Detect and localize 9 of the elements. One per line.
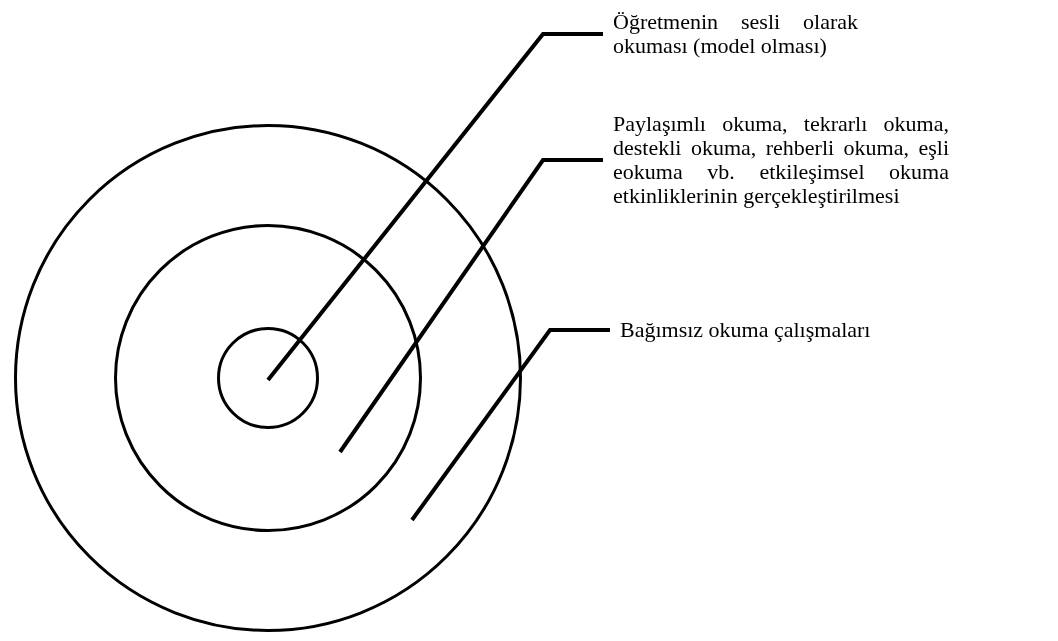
leader-line [338,158,603,454]
callout-text: Bağımsız okuma çalışmaları [620,318,920,342]
callout-text: Öğretmenin sesli olarak okuması (model olması) [613,10,858,58]
leader-line [410,328,610,522]
leader-line [266,32,603,382]
middle-ring [114,224,422,532]
inner-circle [217,327,319,429]
outer-ring [14,124,522,632]
callout-text: Paylaşımlı okuma, tekrarlı okuma, destekli okuma, rehberli okuma, eşli eokuma vb. etkileşimsel okuma etkinliklerinin gerçekleştirilmesi [613,112,949,208]
